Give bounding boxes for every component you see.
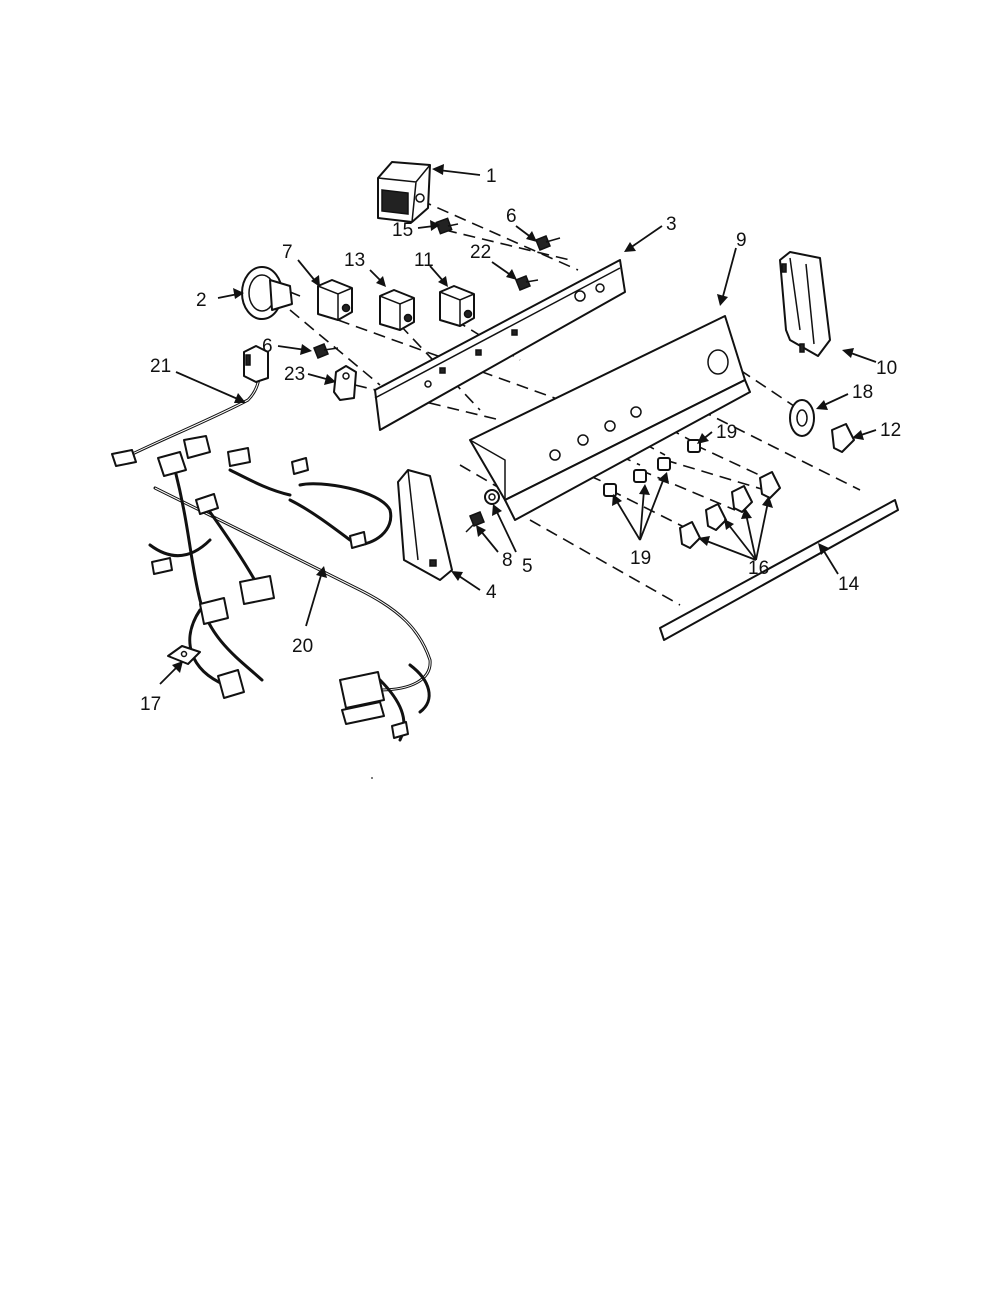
label-part-3: 3 [666, 214, 677, 235]
part-4-end-cap-left [397, 469, 453, 581]
label-part-6-lower: 6 [262, 336, 273, 357]
part-22-screw [515, 275, 539, 291]
label-part-12: 12 [880, 420, 901, 441]
stray-dot [371, 777, 373, 779]
part-20-main-harness [148, 435, 432, 742]
part-3-control-bracket [374, 259, 626, 431]
part-10-end-cap-right [779, 251, 831, 357]
part-17-board [167, 645, 245, 699]
label-part-5: 5 [522, 556, 533, 577]
label-part-10: 10 [876, 358, 897, 379]
part-8-screw [465, 511, 485, 533]
label-part-9: 9 [736, 230, 747, 251]
label-part-19-lower: 19 [630, 548, 651, 569]
part-6-screw-upper [535, 235, 561, 251]
leader-lines [159, 164, 877, 685]
part-labels: 1 15 6 3 9 7 13 11 22 2 6 21 23 10 18 12… [140, 166, 901, 715]
part-13-switch [379, 289, 415, 331]
part-21-wire-harness [111, 345, 269, 467]
label-part-21: 21 [150, 356, 171, 377]
part-19-inserts [603, 439, 701, 497]
part-11-switch [439, 285, 475, 327]
part-6-screw-lower [313, 343, 339, 359]
label-part-22: 22 [470, 242, 491, 263]
label-part-8: 8 [502, 550, 513, 571]
part-1-timer [377, 161, 431, 223]
label-part-20: 20 [292, 636, 313, 657]
label-part-16: 16 [748, 558, 769, 579]
part-7-switch [317, 279, 353, 321]
label-part-1: 1 [486, 166, 497, 187]
label-part-13: 13 [344, 250, 365, 271]
part-16-knobs [679, 471, 781, 549]
part-5-nut [484, 489, 500, 505]
label-part-2: 2 [196, 290, 207, 311]
label-part-23: 23 [284, 364, 305, 385]
label-part-15: 15 [392, 220, 413, 241]
part-18-dial [789, 399, 815, 437]
part-12-knob [831, 423, 855, 453]
part-23-clip [333, 365, 357, 401]
label-part-7: 7 [282, 242, 293, 263]
label-part-17: 17 [140, 694, 161, 715]
label-part-18: 18 [852, 382, 873, 403]
label-part-6-upper: 6 [506, 206, 517, 227]
part-9-console [469, 315, 751, 521]
label-part-19-upper: 19 [716, 422, 737, 443]
label-part-4: 4 [486, 582, 497, 603]
label-part-14: 14 [838, 574, 860, 595]
label-part-11: 11 [414, 250, 434, 271]
part-15-screw [435, 217, 459, 235]
part-14-trim-strip [659, 499, 899, 641]
